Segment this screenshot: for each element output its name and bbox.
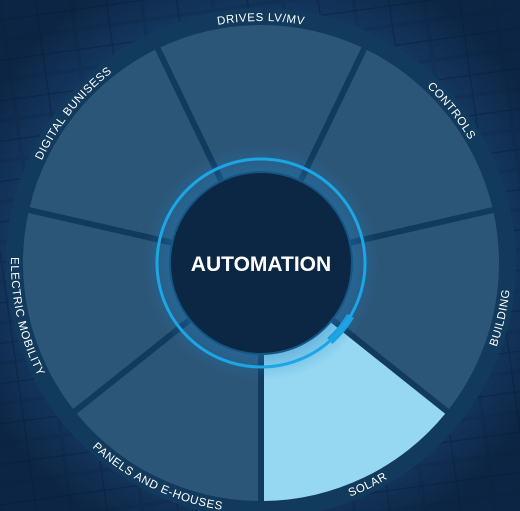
center-accent-ring — [155, 157, 367, 369]
segment-drives-lv-mv[interactable] — [160, 24, 362, 179]
center-title: AUTOMATION — [191, 253, 331, 276]
center-hub — [171, 173, 351, 353]
segment-label-drives-lv-mv: DRIVES LV/MV — [216, 12, 305, 28]
